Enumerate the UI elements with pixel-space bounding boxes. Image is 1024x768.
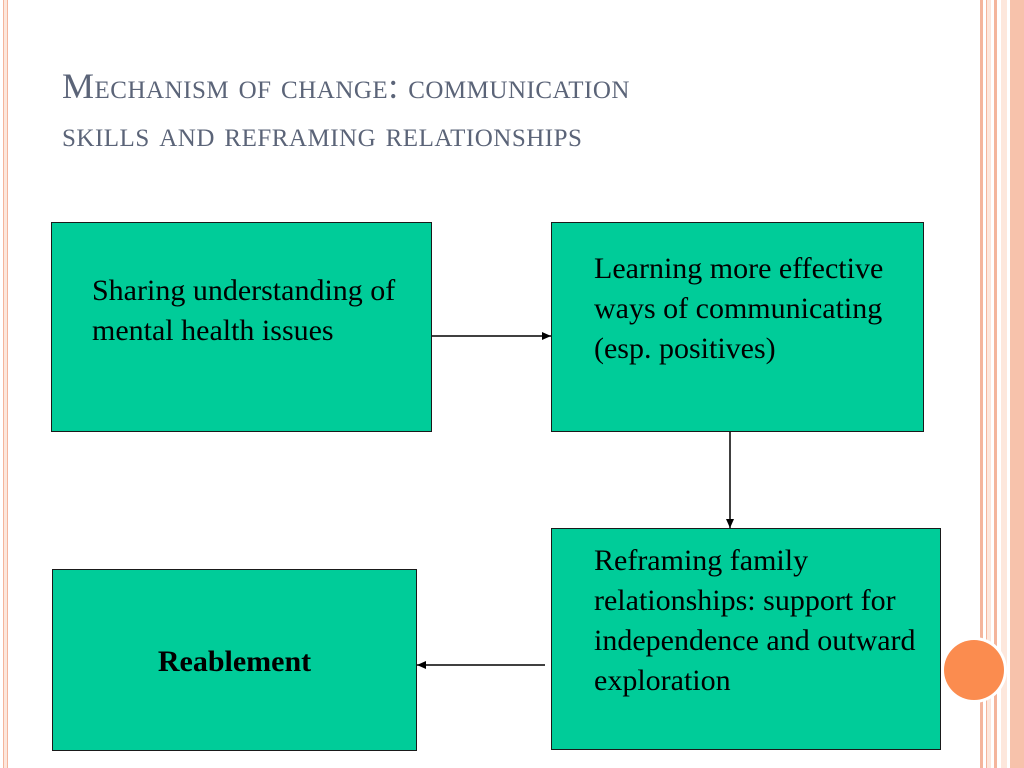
node-learning-label: Learning more effective ways of communic… <box>594 252 884 365</box>
node-reablement: Reablement <box>52 569 417 751</box>
node-reframing-relationships: Reframing family relationships: support … <box>551 528 941 750</box>
title-line-1: Mechanism of change: communication <box>62 66 630 106</box>
slide-left-border <box>3 0 8 768</box>
node-sharing-understanding: Sharing understanding of mental health i… <box>51 222 432 432</box>
node-learning-communication: Learning more effective ways of communic… <box>551 222 924 432</box>
node-reablement-label: Reablement <box>157 645 312 678</box>
node-sharing-label: Sharing understanding of mental health i… <box>92 274 396 347</box>
node-reframing-label: Reframing family relationships: support … <box>594 544 916 697</box>
slide-title: Mechanism of change: communication skill… <box>62 62 922 158</box>
title-line-2: skills and reframing relationships <box>62 114 583 154</box>
accent-circle <box>944 640 1004 700</box>
slide-right-border <box>980 0 1024 768</box>
